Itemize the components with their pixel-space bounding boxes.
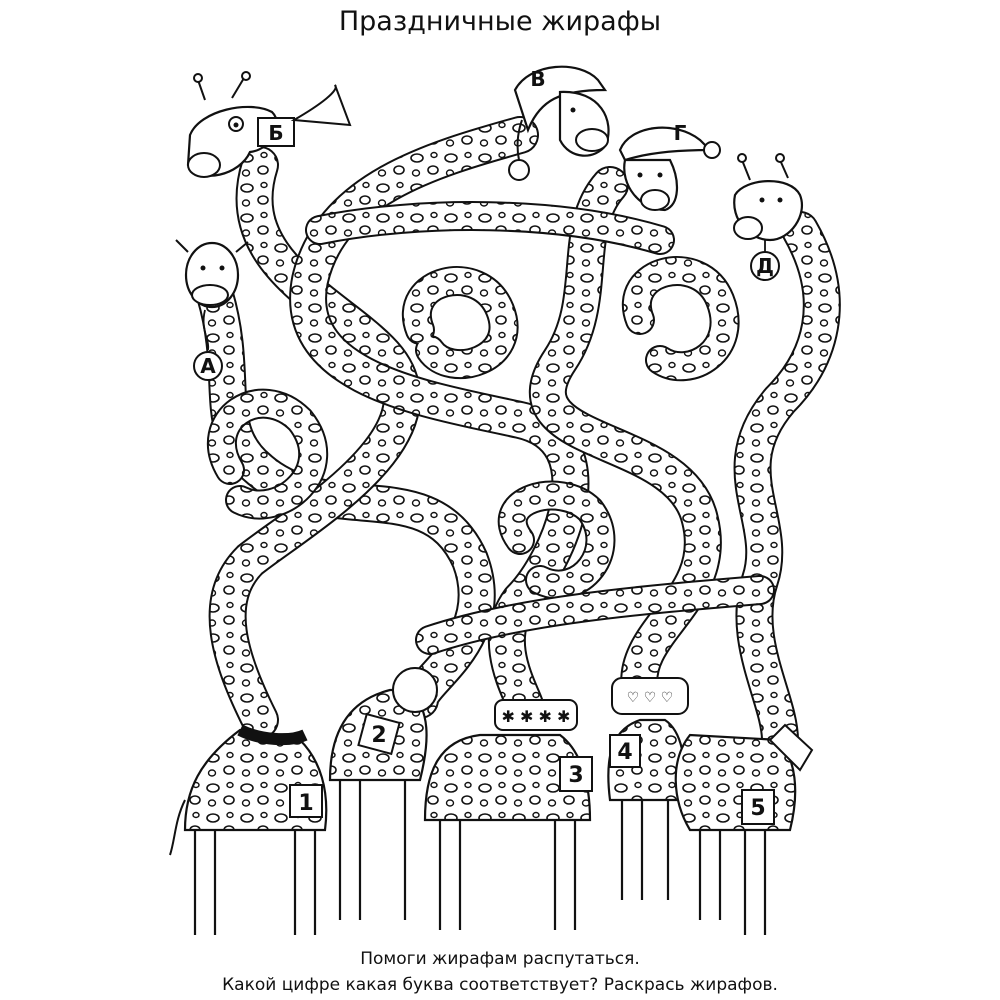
body-number-3: 3 xyxy=(568,763,583,788)
head-b: Б xyxy=(186,71,352,178)
head-letter-g: Г xyxy=(674,121,687,145)
ornament-icon xyxy=(750,251,780,281)
body-number-1: 1 xyxy=(298,791,313,816)
snowflake-collar-icon xyxy=(494,699,578,731)
body-number-5: 5 xyxy=(750,796,765,821)
body-4: ♡ ♡ ♡ 4 xyxy=(607,677,689,900)
head-letter-a: А xyxy=(200,354,216,378)
scarf-icon xyxy=(257,117,295,147)
instruction-line-2: Какой цифре какая буква соответствует? Р… xyxy=(222,975,778,995)
ornament-icon xyxy=(193,351,223,381)
body-number-2: 2 xyxy=(371,723,386,748)
instruction-line-1: Помоги жирафам распутаться. xyxy=(360,949,640,969)
santa-hat-icon xyxy=(513,65,608,134)
body-number-4: 4 xyxy=(617,740,632,765)
neck-loops xyxy=(207,201,775,655)
pom-pom-icon xyxy=(392,667,438,713)
neck-b xyxy=(208,146,421,739)
page-title: Праздничные жирафы xyxy=(338,6,662,37)
svg-text:✱ ✱ ✱ ✱: ✱ ✱ ✱ ✱ xyxy=(502,707,571,726)
heart-hat-icon xyxy=(611,677,689,715)
body-5: 5 xyxy=(674,723,814,935)
head-d: Д xyxy=(733,153,803,281)
head-letter-b: Б xyxy=(268,121,283,145)
neck-tangle xyxy=(196,116,841,759)
head-a: А xyxy=(175,239,249,381)
instructions: Помоги жирафам распутаться. Какой цифре … xyxy=(0,946,1000,998)
svg-text:♡ ♡ ♡: ♡ ♡ ♡ xyxy=(627,690,674,706)
knit-scarf-icon xyxy=(768,723,814,772)
head-letter-v: В xyxy=(530,67,545,91)
head-g: Г xyxy=(618,121,721,212)
body-2: 2 xyxy=(328,667,438,920)
neck-d xyxy=(733,211,841,759)
head-letter-d: Д xyxy=(756,254,774,278)
body-1: 1 xyxy=(169,724,328,935)
santa-hat-icon xyxy=(618,126,713,162)
head-v: В xyxy=(508,65,610,181)
body-3: ✱ ✱ ✱ ✱ 3 xyxy=(423,699,593,930)
scarf-icon xyxy=(237,724,308,746)
